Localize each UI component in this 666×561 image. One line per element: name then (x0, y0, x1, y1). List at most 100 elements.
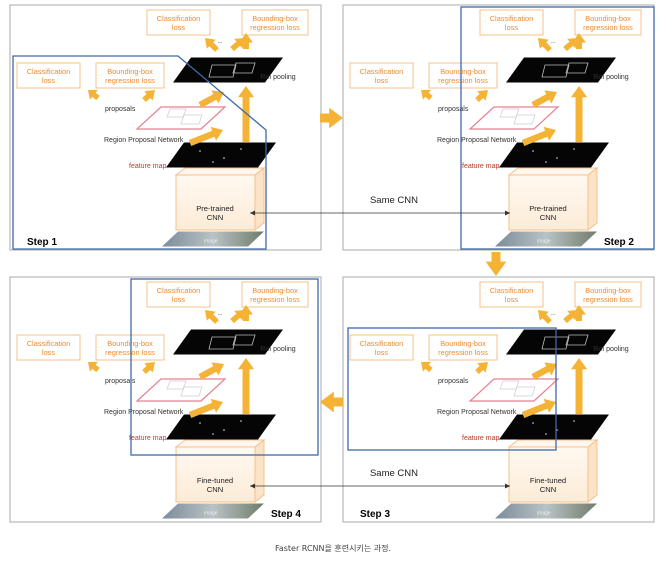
ellipsis-label: ... (217, 311, 222, 317)
classification-loss-box-frame (479, 281, 544, 308)
rpn-classification-loss-box-line2: loss (42, 348, 55, 357)
cnn-label-line1: Pre-trained (529, 204, 567, 213)
classification-loss-box-line1: Classification (157, 14, 201, 23)
classification-loss-box-line1: Classification (157, 286, 201, 295)
to-bbox-arrow (230, 310, 245, 324)
feature-map-speck (573, 420, 575, 422)
roi-to-fc-arrow (239, 33, 253, 49)
feature-map-speck (212, 161, 214, 163)
roi-box (565, 62, 589, 74)
roi-box (232, 62, 256, 74)
feature-map-speck (545, 433, 547, 435)
figure-caption: Faster RCNN을 훈련시키는 과정. (274, 544, 392, 553)
rpn-plate (468, 106, 560, 130)
proposals-label: proposals (105, 106, 136, 113)
feature-to-rpn-arrow (188, 398, 223, 418)
feature-map-label: feature map (129, 163, 166, 170)
step3-training-outline (347, 327, 557, 451)
bbox-regression-loss-box-line1: Bounding-box (252, 286, 298, 295)
cnn-cube-top (174, 439, 266, 448)
step1-to-step2-arrow (320, 107, 343, 129)
step3-to-step4-arrow (320, 391, 343, 413)
rpn-to-roi-arrow (531, 90, 557, 108)
image-label: image (537, 239, 551, 245)
rpn-bbox-regression-loss-box-frame (95, 62, 165, 89)
to-rpn-classification-arrow (88, 89, 100, 101)
image-label: image (204, 511, 218, 517)
feature-map-label: feature map (462, 163, 499, 170)
cnn-cube-side (254, 166, 265, 232)
roi-box (541, 64, 570, 78)
feature-map-speck (532, 422, 534, 424)
feature-to-roi-arrow (570, 86, 588, 142)
rpn-label: Region Proposal Network (437, 137, 517, 144)
classification-loss-box-line1: Classification (490, 14, 534, 23)
roi-map (506, 57, 616, 83)
bbox-regression-loss-box-line2: regression loss (250, 23, 300, 32)
to-bbox-arrow (230, 38, 245, 52)
feature-map-speck (556, 157, 558, 159)
proposals-label: proposals (438, 106, 469, 113)
cnn-cube (508, 446, 589, 503)
feature-map-speck (532, 150, 534, 152)
roi-to-fc-arrow (572, 305, 586, 321)
step2-training-outline (460, 6, 655, 250)
classification-loss-box-line2: loss (172, 23, 185, 32)
same-cnn-label-top: Same CNN (370, 195, 418, 206)
to-rpn-bbox-arrow (475, 362, 488, 374)
roi-to-fc-arrow (239, 305, 253, 321)
step-label: Step 1 (27, 237, 57, 248)
cnn-cube-side (587, 438, 598, 504)
rpn-label: Region Proposal Network (437, 409, 517, 416)
step1-training-outline (12, 55, 267, 250)
bbox-regression-loss-box-frame (574, 9, 642, 36)
rpn-classification-loss-box-line1: Classification (360, 67, 404, 76)
feature-map-speck (240, 148, 242, 150)
feature-map-speck (573, 148, 575, 150)
rpn-bbox-regression-loss-box-line2: regression loss (438, 348, 488, 357)
cnn-cube-side (254, 438, 265, 504)
rpn-classification-loss-box-line1: Classification (27, 339, 71, 348)
classification-loss-box-frame (479, 9, 544, 36)
rpn-classification-loss-box-line2: loss (42, 76, 55, 85)
ellipsis-label: ... (550, 311, 555, 317)
roi-map (173, 329, 283, 355)
cnn-label-line1: Pre-trained (196, 204, 234, 213)
input-image (162, 231, 264, 247)
proposals-label: proposals (105, 378, 136, 385)
feature-map (166, 142, 276, 168)
input-image (162, 503, 264, 519)
rpn-bbox-regression-loss-box-line2: regression loss (105, 76, 155, 85)
feature-map-speck (240, 420, 242, 422)
to-rpn-bbox-arrow (475, 90, 488, 102)
cnn-label-line2: CNN (207, 213, 223, 222)
link-arrowhead (505, 483, 510, 489)
classification-loss-box-line2: loss (172, 295, 185, 304)
classification-loss-box-line2: loss (505, 23, 518, 32)
cnn-cube (508, 174, 589, 231)
feature-to-rpn-arrow (188, 126, 223, 146)
cnn-label-line1: Fine-tuned (530, 476, 566, 485)
proposal-box (180, 114, 203, 125)
bbox-regression-loss-box-frame (241, 9, 309, 36)
proposal-box (513, 386, 536, 397)
step-label: Step 4 (271, 509, 301, 520)
cnn-label-line2: CNN (540, 213, 556, 222)
bbox-regression-loss-box-line2: regression loss (583, 23, 633, 32)
rpn-classification-loss-box-line2: loss (375, 348, 388, 357)
proposals-label: proposals (438, 378, 469, 385)
roi-pooling-label: RoI pooling (260, 346, 296, 353)
bbox-regression-loss-box-line1: Bounding-box (585, 14, 631, 23)
